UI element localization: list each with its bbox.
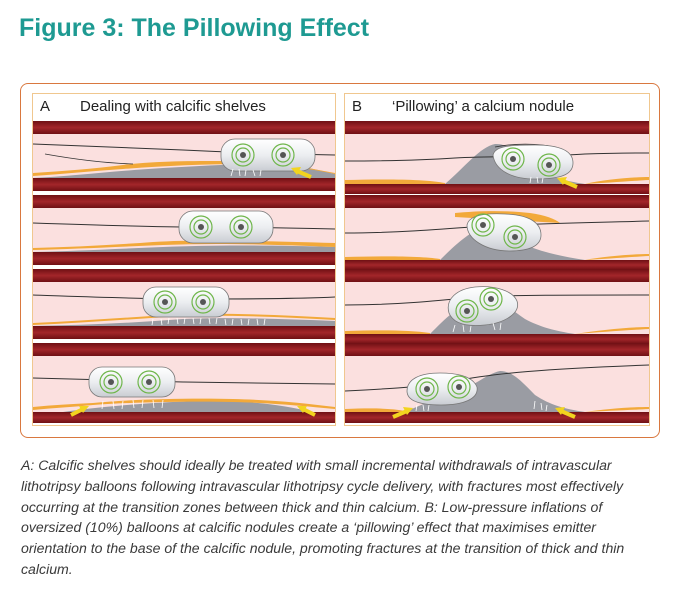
fracture-arrow-icon (70, 406, 89, 417)
vessel-wall-bottom (33, 252, 335, 265)
emitter-icon (231, 143, 255, 167)
panel-b-heading: ‘Pillowing’ a calcium nodule (392, 98, 575, 115)
fracture-arrow-icon (392, 407, 413, 419)
vessel-wall-top (33, 195, 335, 208)
vessel-wall-bottom (33, 178, 335, 191)
emitter-icon (415, 377, 439, 401)
fracture-arrow-icon (557, 177, 578, 189)
figure-frame (20, 83, 660, 438)
plaque (33, 161, 335, 178)
balloon-icon (466, 213, 542, 252)
figure-caption: A: Calcific shelves should ideally be tr… (21, 457, 625, 577)
balloon-icon (406, 372, 478, 406)
panel-a-letter: A (40, 98, 51, 115)
panel-a-row-2 (33, 195, 335, 265)
vessel-wall-bottom (33, 412, 335, 423)
panel-b-row-2 (345, 195, 649, 270)
panel-b-illustration (345, 121, 649, 423)
balloon-icon (142, 286, 230, 318)
emitter-icon (455, 299, 479, 323)
panel-b-row-1 (345, 121, 649, 194)
fracture-lines (230, 168, 262, 177)
panel-b-row-3 (345, 269, 649, 344)
emitter-icon (271, 143, 295, 167)
emitter-icon (137, 370, 161, 394)
emitter-icon (501, 147, 525, 171)
vessel-wall-top (33, 269, 335, 282)
fracture-arrow-icon (297, 406, 316, 417)
emitter-icon (479, 287, 503, 311)
fracture-lines (151, 317, 266, 326)
vessel-wall-top (33, 343, 335, 356)
emitter-icon (471, 213, 495, 237)
panel-a-illustration (33, 121, 335, 423)
panel-a-row-3 (33, 269, 335, 339)
vessel-wall-top (33, 121, 335, 134)
panel-b-row-4 (345, 343, 649, 423)
panel-a-row-4 (33, 343, 335, 423)
fracture-lines (101, 399, 164, 410)
figure-title: Figure 3: The Pillowing Effect (19, 14, 370, 42)
emitter-icon (447, 375, 471, 399)
panel-b-letter: B (352, 98, 363, 115)
emitter-icon (503, 225, 527, 249)
emitter-icon (99, 370, 123, 394)
emitter-icon (189, 215, 213, 239)
emitter-icon (537, 153, 561, 177)
panel-a-heading: Dealing with calcific shelves (80, 98, 266, 115)
vessel-wall-bottom (33, 326, 335, 339)
emitter-icon (191, 290, 215, 314)
fracture-arrow-icon (555, 407, 576, 419)
emitter-icon (229, 215, 253, 239)
balloon-icon (178, 210, 274, 244)
balloon-icon (88, 366, 176, 398)
balloon-icon (220, 138, 316, 172)
fracture-arrow-icon (291, 167, 312, 179)
panel-a-row-1 (33, 121, 335, 191)
emitter-icon (153, 290, 177, 314)
